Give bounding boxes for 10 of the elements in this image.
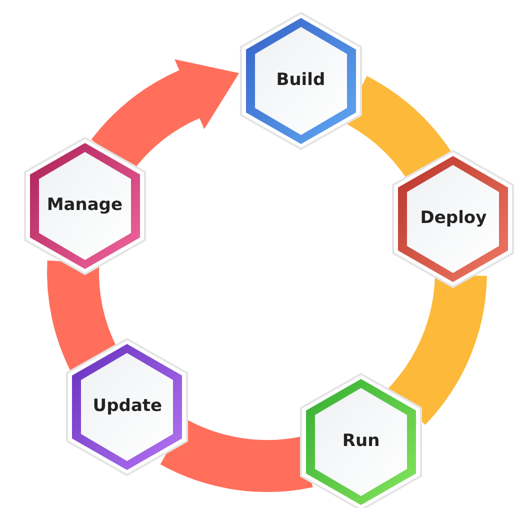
- stage-label: Deploy: [419, 206, 488, 229]
- stage-hexagon: [299, 372, 424, 508]
- stage-hexagon: [65, 336, 190, 477]
- stage-hexagon: [22, 136, 147, 276]
- stage-label: Run: [341, 430, 381, 452]
- stage-hexagon: [391, 148, 516, 289]
- stage-label: Manage: [46, 194, 124, 216]
- stage-label: Update: [92, 394, 164, 417]
- stage-hexagon: [238, 10, 363, 151]
- stage-label: Build: [275, 68, 326, 91]
